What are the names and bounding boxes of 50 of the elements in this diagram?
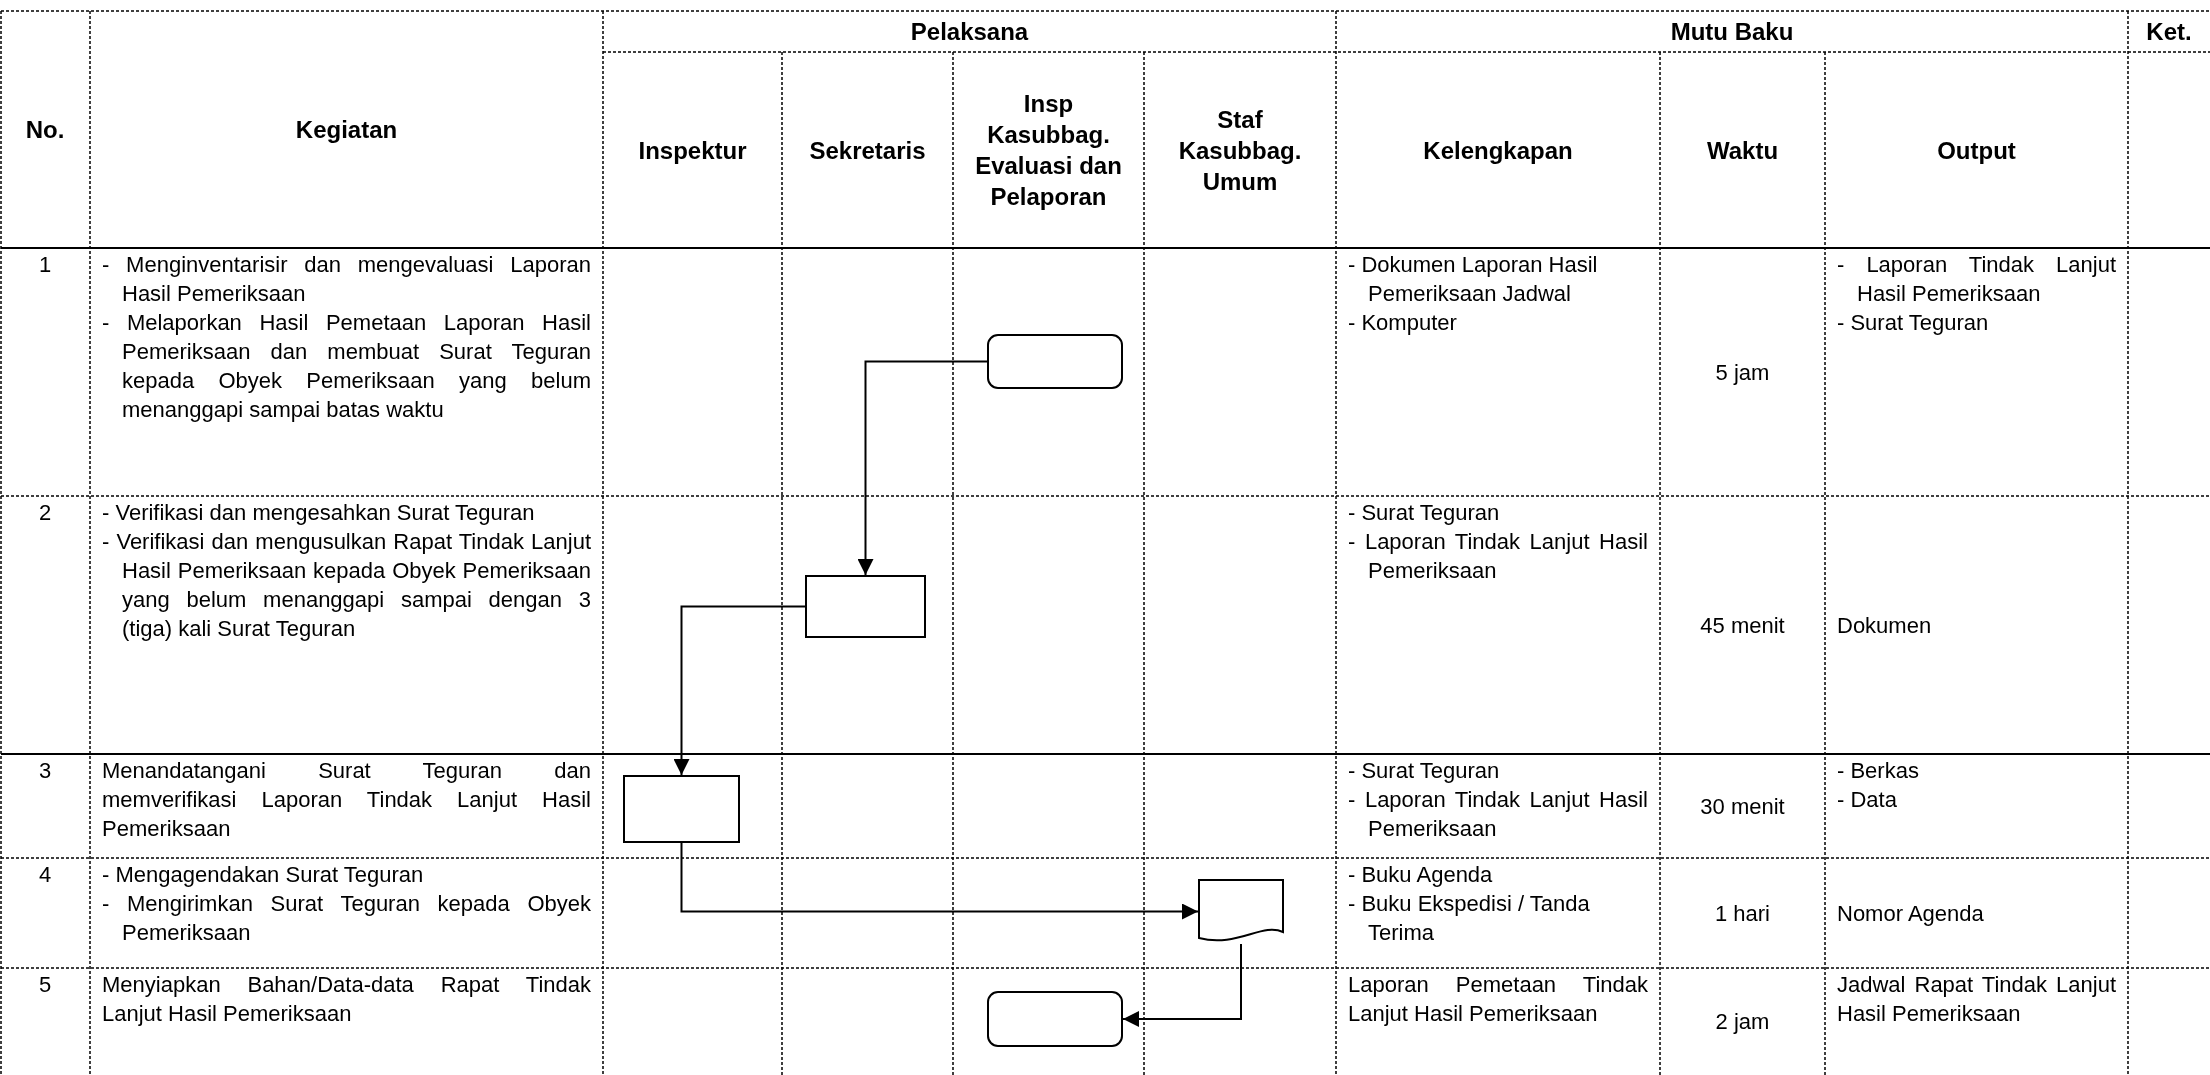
row-number: 2 — [37, 499, 53, 527]
header: Sekretaris — [808, 135, 927, 166]
output-text: Nomor Agenda — [1837, 899, 1985, 928]
duration-text: 2 jam — [1714, 1008, 1771, 1036]
requirement-text: - Komputer — [1348, 309, 1458, 337]
row-number: 1 — [37, 251, 53, 279]
header: Staf Kasubbag. Umum — [1177, 104, 1303, 197]
duration-text: 30 menit — [1699, 792, 1786, 821]
header: No. — [24, 115, 66, 145]
output-text: Dokumen — [1837, 611, 1933, 640]
requirement-text: - Surat Teguran — [1348, 499, 1501, 527]
duration-text: 5 jam — [1714, 358, 1771, 387]
requirement-text: - Laporan Tindak Lanjut Hasil Pemeriksaan — [1348, 786, 1648, 843]
header: Kegiatan — [294, 115, 399, 145]
requirement-text: Laporan Pemetaan Tindak Lanjut Hasil Pemeriksaan — [1348, 971, 1648, 1028]
header: Mutu Baku — [1669, 17, 1795, 47]
requirement-text: - Buku Ekspedisi / Tanda Terima — [1348, 890, 1591, 947]
requirement-text: - Buku Agenda — [1348, 861, 1494, 889]
duration-text: 45 menit — [1699, 611, 1786, 640]
header: Waktu — [1705, 135, 1780, 166]
header: Insp Kasubbag. Evaluasi dan Pelaporan — [974, 89, 1123, 212]
header: Kelengkapan — [1422, 135, 1574, 166]
activity-text: Menandatangani Surat Teguran dan memverifikasi Laporan Tindak Lanjut Hasil Pemeriksaan — [102, 757, 591, 843]
activity-text: - Verifikasi dan mengesahkan Surat Teguran — [102, 499, 536, 527]
requirement-text: - Dokumen Laporan Hasil Pemeriksaan Jadwal — [1348, 251, 1599, 308]
requirement-text: - Surat Teguran — [1348, 757, 1501, 785]
arrow — [857, 360, 988, 576]
output-text: - Berkas — [1837, 757, 1920, 785]
output-text: - Data — [1837, 786, 1898, 814]
arrow — [673, 605, 806, 776]
duration-text: 1 hari — [1713, 899, 1771, 928]
output-text: - Laporan Tindak Lanjut Hasil Pemeriksaan — [1837, 251, 2116, 308]
header: Inspektur — [637, 135, 748, 166]
row-number: 4 — [37, 861, 53, 889]
activity-text: - Mengirimkan Surat Teguran kepada Obyek Pemeriksaan — [102, 890, 591, 947]
output-text: - Surat Teguran — [1837, 309, 1990, 337]
header: Output — [1936, 135, 2017, 166]
activity-text: - Verifikasi dan mengusulkan Rapat Tindak Lanjut Hasil Pemeriksaan kepada Obyek Pemeriksaan yang belum menanggapi sampai dengan 3 (tiga) kali Surat Teguran — [102, 528, 591, 643]
activity-text: - Mengagendakan Surat Teguran — [102, 861, 425, 889]
activity-text: - Menginventarisir dan mengevaluasi Laporan Hasil Pemeriksaan — [102, 251, 591, 308]
header: Ket. — [2145, 17, 2193, 47]
output-text: Jadwal Rapat Tindak Lanjut Hasil Pemeriksaan — [1837, 971, 2116, 1028]
row-number: 5 — [37, 971, 53, 999]
activity-text: Menyiapkan Bahan/Data-data Rapat Tindak Lanjut Hasil Pemeriksaan — [102, 971, 591, 1028]
row-number: 3 — [37, 757, 53, 785]
arrow — [1122, 943, 1242, 1027]
requirement-text: - Laporan Tindak Lanjut Hasil Pemeriksaan — [1348, 528, 1648, 585]
activity-text: - Melaporkan Hasil Pemetaan Laporan Hasil Pemeriksaan dan membuat Surat Teguran kepada Obyek Pemeriksaan yang belum menanggapi sampai batas waktu — [102, 309, 591, 424]
header: Pelaksana — [909, 17, 1030, 47]
arrow — [680, 842, 1199, 920]
